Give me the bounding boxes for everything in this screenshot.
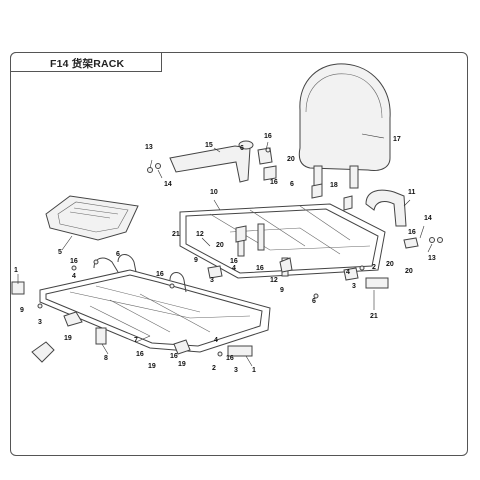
callout-20: 20 (287, 156, 295, 163)
callout-14: 14 (424, 215, 432, 222)
callout-15: 15 (205, 142, 213, 149)
callout-2: 2 (372, 264, 376, 271)
callout-19: 19 (148, 363, 156, 370)
callout-16: 16 (170, 353, 178, 360)
callout-20: 20 (386, 261, 394, 268)
callout-12: 12 (196, 231, 204, 238)
callout-18: 18 (330, 182, 338, 189)
callout-16: 16 (408, 229, 416, 236)
callout-19: 19 (64, 335, 72, 342)
callout-6: 6 (312, 298, 316, 305)
callout-9: 9 (194, 257, 198, 264)
callout-3: 3 (210, 277, 214, 284)
callout-17: 17 (393, 136, 401, 143)
callout-11: 11 (408, 189, 416, 196)
callout-9: 9 (20, 307, 24, 314)
callout-16: 16 (256, 265, 264, 272)
callout-4: 4 (232, 265, 236, 272)
side-arm (365, 189, 407, 227)
callout-16: 16 (264, 133, 272, 140)
callout-16: 16 (70, 258, 78, 265)
callout-16: 16 (226, 355, 234, 362)
callout-3: 3 (234, 367, 238, 374)
storage-tray (45, 195, 139, 241)
callout-labels: 17 15 13 14 16 6 20 16 6 18 10 11 5 14 1… (14, 133, 436, 374)
callout-21: 21 (370, 313, 378, 320)
callout-14: 14 (164, 181, 172, 188)
callout-1: 1 (14, 267, 18, 274)
callout-6: 6 (240, 145, 244, 152)
callout-6: 6 (116, 251, 120, 258)
callout-3: 3 (352, 283, 356, 290)
callout-1: 1 (252, 367, 256, 374)
callout-13: 13 (428, 255, 436, 262)
callout-20: 20 (216, 242, 224, 249)
hardware-bits (11, 147, 443, 363)
callout-16: 16 (230, 258, 238, 265)
leader-lines (17, 133, 433, 367)
callout-13: 13 (145, 144, 153, 151)
callout-19: 19 (178, 361, 186, 368)
callout-6: 6 (290, 181, 294, 188)
callout-16: 16 (136, 351, 144, 358)
callout-16: 16 (270, 179, 278, 186)
callout-21: 21 (172, 231, 180, 238)
callout-3: 3 (38, 319, 42, 326)
diagram-title: F14 货架RACK (50, 58, 125, 70)
callout-9: 9 (280, 287, 284, 294)
callout-7: 7 (134, 337, 138, 344)
callout-16: 16 (156, 271, 164, 278)
backrest-cushion (298, 63, 391, 189)
callout-4: 4 (214, 337, 218, 344)
callout-4: 4 (72, 273, 76, 280)
backrest-bracket (169, 140, 254, 183)
callout-2: 2 (212, 365, 216, 372)
callout-20: 20 (405, 268, 413, 275)
callout-10: 10 (210, 189, 218, 196)
callout-5: 5 (58, 249, 62, 256)
callout-4: 4 (346, 269, 350, 276)
diagram-frame (10, 52, 468, 456)
callout-8: 8 (104, 355, 108, 362)
callout-12: 12 (270, 277, 278, 284)
title-tab (10, 52, 162, 72)
